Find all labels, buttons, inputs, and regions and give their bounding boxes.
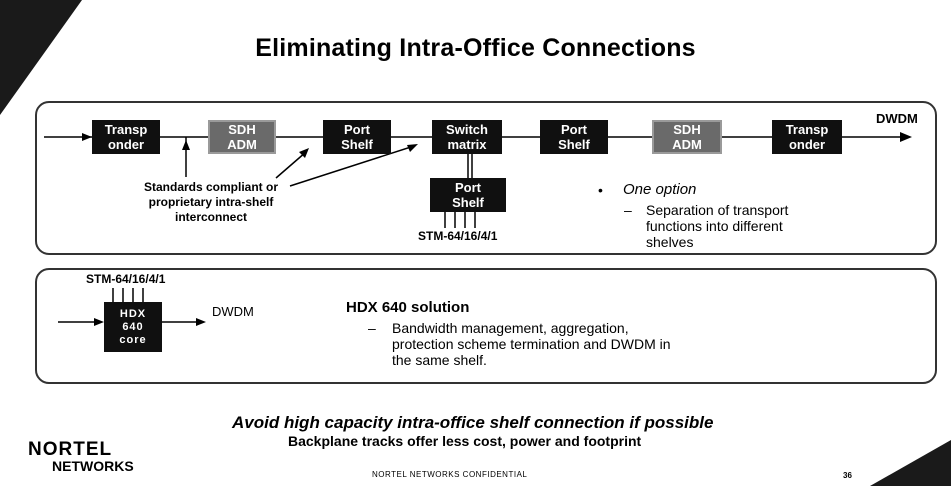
- solution-title: HDX 640 solution: [346, 299, 470, 316]
- box-label: ADM: [227, 137, 257, 152]
- box-label: Shelf: [341, 137, 373, 152]
- hdx-640-core-box: HDX 640 core: [104, 302, 162, 352]
- dwdm-label: DWDM: [876, 111, 918, 126]
- annotation-pointer-diag-2: [289, 145, 415, 187]
- nortel-logo: NORTEL NETWORKS: [28, 439, 134, 475]
- description-line: functions into different: [646, 218, 783, 234]
- dwdm-label: DWDM: [212, 304, 254, 319]
- output-arrowhead: [900, 132, 912, 142]
- stm-rate-label: STM-64/16/4/1: [86, 272, 166, 286]
- box-label: Shelf: [558, 137, 590, 152]
- option-description: Separation of transport functions into d…: [646, 202, 906, 250]
- box-label: Port: [560, 122, 587, 137]
- confidential-notice: NORTEL NETWORKS CONFIDENTIAL: [372, 470, 528, 479]
- page-number: 36: [843, 471, 852, 480]
- box-label: Transp: [785, 122, 829, 137]
- box-label: Port: [454, 180, 481, 195]
- box-label: ADM: [672, 137, 702, 152]
- dash-icon: –: [368, 320, 376, 336]
- box-label: Shelf: [452, 195, 484, 210]
- box-label: onder: [107, 137, 145, 152]
- logo-wordmark-sub: NETWORKS: [52, 458, 134, 474]
- annotation-pointer-arrowhead-3: [407, 144, 418, 152]
- annotation-line: interconnect: [174, 210, 247, 224]
- description-line: Separation of transport: [646, 202, 789, 218]
- bullet-icon: •: [598, 182, 603, 198]
- hdx-label: core: [119, 333, 147, 346]
- footer-sub-message: Backplane tracks offer less cost, power …: [288, 433, 642, 449]
- box-label: SDH: [228, 122, 256, 137]
- hdx-output-arrowhead: [196, 318, 206, 326]
- description-line: shelves: [646, 234, 694, 250]
- option-title: One option: [623, 181, 697, 198]
- interconnect-annotation: Standards compliant or proprietary intra…: [96, 180, 326, 225]
- description-line: the same shelf.: [392, 352, 487, 368]
- slide-title: Eliminating Intra-Office Connections: [255, 34, 696, 62]
- bottom-right-wedge: [870, 440, 951, 486]
- description-line: protection scheme termination and DWDM i…: [392, 336, 671, 352]
- logo-wordmark: NORTEL: [28, 439, 113, 460]
- footer-main-message: Avoid high capacity intra-office shelf c…: [232, 413, 714, 432]
- box-label: onder: [788, 137, 826, 152]
- box-label: Port: [343, 122, 370, 137]
- stm-rate-label: STM-64/16/4/1: [418, 229, 498, 243]
- hdx-label: HDX: [119, 307, 147, 320]
- dash-icon: –: [624, 202, 632, 218]
- annotation-pointer-diag-1: [275, 151, 307, 179]
- annotation-pointer-arrowhead-2: [299, 148, 309, 158]
- box-label: SDH: [673, 122, 701, 137]
- annotation-line: proprietary intra-shelf: [148, 195, 274, 209]
- box-label: Switch: [446, 122, 488, 137]
- hdx-label: 640: [122, 320, 144, 333]
- box-label: Transp: [104, 122, 148, 137]
- hdx-solution-panel: [35, 268, 937, 384]
- input-arrowhead: [82, 133, 92, 141]
- box-label: matrix: [447, 137, 487, 152]
- description-line: Bandwidth management, aggregation,: [392, 320, 629, 336]
- solution-description: Bandwidth management, aggregation, prote…: [392, 320, 812, 368]
- hdx-input-arrowhead: [94, 318, 104, 326]
- annotation-line: Standards compliant or: [143, 180, 279, 194]
- annotation-pointer-arrowhead: [182, 140, 190, 150]
- top-left-wedge: [0, 0, 82, 115]
